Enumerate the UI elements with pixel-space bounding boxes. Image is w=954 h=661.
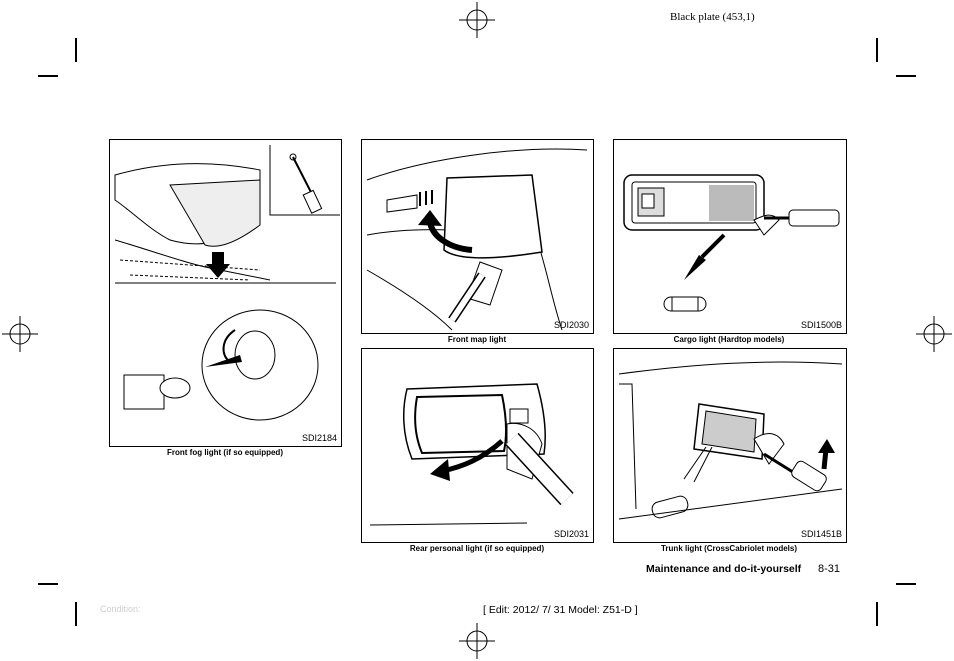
crop-mark xyxy=(38,75,58,77)
section-title: Maintenance and do-it-yourself xyxy=(646,563,802,575)
figure-code: SDI2184 xyxy=(301,433,337,443)
figure-cargo-light: SDI1500B xyxy=(613,139,847,334)
registration-mark xyxy=(916,316,952,352)
cargo-light-illustration xyxy=(623,174,840,312)
crop-mark xyxy=(876,38,878,62)
fog-light-illustration xyxy=(114,145,340,421)
map-light-illustration xyxy=(366,148,588,331)
registration-mark xyxy=(2,316,38,352)
figure-caption: Front map light xyxy=(447,335,507,344)
registration-mark xyxy=(459,2,495,38)
figure-trunk-light: SDI1451B xyxy=(613,348,847,543)
edit-info: [ Edit: 2012/ 7/ 31 Model: Z51-D ] xyxy=(483,604,638,616)
figure-caption: Front fog light (if so equipped) xyxy=(167,448,283,457)
figure-front-map-light: SDI2030 xyxy=(361,139,594,334)
figure-front-fog-light: SDI2184 xyxy=(109,139,342,447)
figure-code: SDI2031 xyxy=(553,529,589,539)
figure-caption: Rear personal light (if so equipped) xyxy=(409,544,545,553)
crop-mark xyxy=(876,602,878,626)
figure-caption: Cargo light (Hardtop models) xyxy=(673,335,785,344)
crop-mark xyxy=(75,602,77,626)
figure-code: SDI1500B xyxy=(800,320,842,330)
plate-label: Black plate (453,1) xyxy=(670,11,755,23)
figure-rear-personal-light: SDI2031 xyxy=(361,348,594,543)
crop-mark xyxy=(896,75,916,77)
registration-mark xyxy=(459,623,495,659)
crop-mark xyxy=(75,38,77,62)
crop-mark xyxy=(896,583,916,585)
figure-code: SDI2030 xyxy=(553,320,589,330)
figure-code: SDI1451B xyxy=(800,529,842,539)
rear-personal-light-illustration xyxy=(369,383,574,526)
crop-mark xyxy=(38,583,58,585)
page-number: 8-31 xyxy=(818,563,841,575)
trunk-light-illustration xyxy=(618,361,843,520)
condition-label: Condition: xyxy=(100,604,141,614)
figure-caption: Trunk light (CrossCabriolet models) xyxy=(660,544,797,553)
